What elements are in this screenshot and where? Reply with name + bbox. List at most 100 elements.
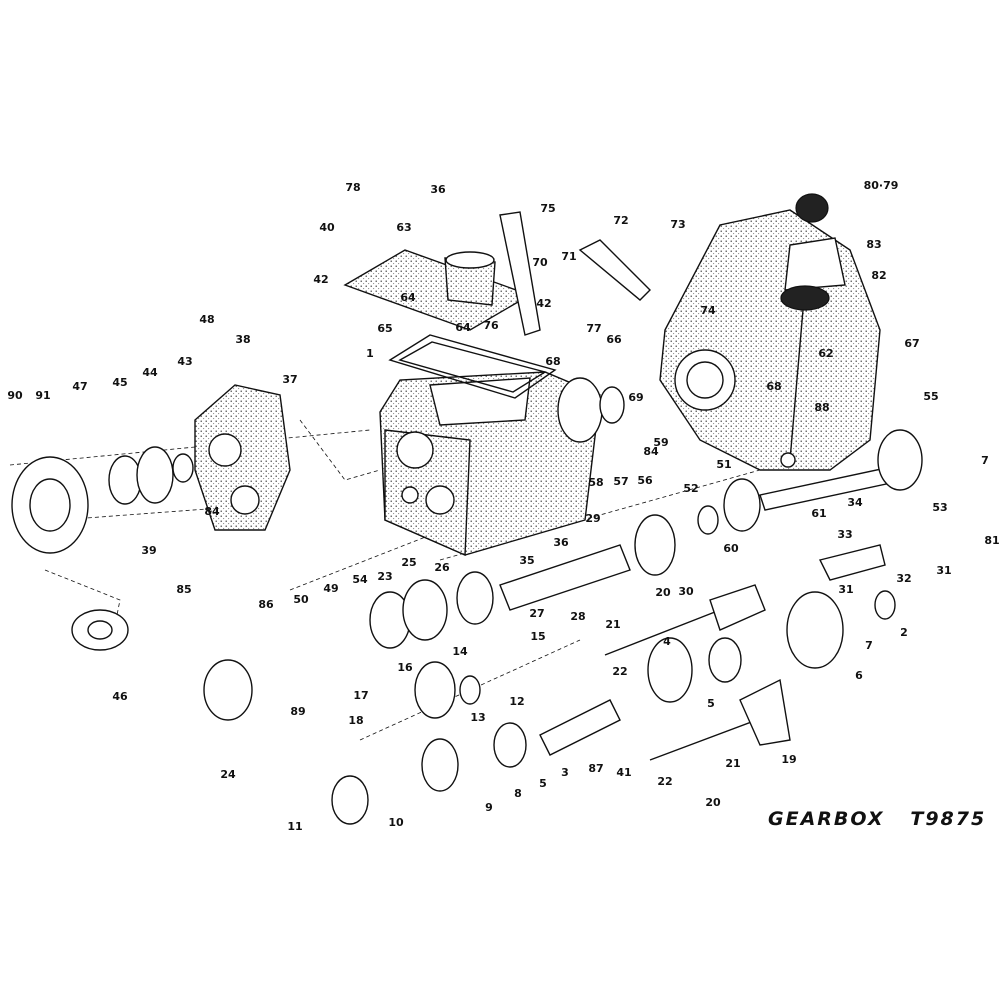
callout-82: 82 [871, 269, 886, 282]
callout-42: 42 [313, 273, 328, 286]
callout-44: 44 [142, 366, 158, 379]
callout-number: 31 [936, 564, 951, 577]
callout-number: 16 [397, 661, 413, 674]
callout-number: 48 [199, 313, 214, 326]
callout-59: 59 [653, 436, 668, 449]
callout-52: 52 [683, 482, 698, 495]
callout-number: 21 [605, 618, 620, 631]
callout-12: 12 [509, 695, 524, 708]
callout-number: 7 [865, 639, 873, 652]
callout-number: 67 [904, 337, 919, 350]
callout-3: 3 [561, 766, 569, 779]
gearbox-casing [379, 371, 601, 557]
callout-31: 31 [838, 583, 853, 596]
callout-number: 5 [707, 697, 715, 710]
callout-number: 88 [814, 401, 829, 414]
callout-10: 10 [388, 816, 404, 829]
callout-22: 22 [612, 665, 627, 678]
callout-32: 32 [896, 572, 911, 585]
callout-number: 90 [7, 389, 23, 402]
callout-16: 16 [397, 661, 413, 674]
callout-36: 36 [553, 536, 569, 549]
callout-29: 29 [585, 512, 600, 525]
callout-number: 12 [509, 695, 524, 708]
callout-55: 55 [923, 390, 938, 403]
callout-89: 89 [290, 705, 305, 718]
callout-number: 64 [400, 291, 416, 304]
callout-number: 9 [485, 801, 493, 814]
callout-14: 14 [452, 645, 468, 658]
callout-number: 84 [204, 505, 220, 518]
callout-65: 65 [377, 322, 392, 335]
callout-46: 46 [112, 690, 128, 703]
callout-number: 10 [388, 816, 404, 829]
top-cover-plate [343, 249, 557, 399]
callout-13: 13 [470, 711, 485, 724]
callout-number: 25 [401, 556, 416, 569]
callout-64: 64 [400, 291, 416, 304]
callout-number: 19 [781, 753, 796, 766]
callout-58: 58 [588, 476, 603, 489]
callout-24: 24 [220, 768, 236, 781]
callout-number: 54 [352, 573, 368, 586]
callout-number: 56 [637, 474, 653, 487]
callout-number: 39 [141, 544, 156, 557]
callout-70: 70 [532, 256, 548, 269]
callout-number: 24 [220, 768, 236, 781]
callout-61: 61 [811, 507, 826, 520]
callout-number: 61 [811, 507, 826, 520]
callout-number: 63 [396, 221, 411, 234]
callout-number: 13 [470, 711, 485, 724]
callout-number: 20 [655, 586, 671, 599]
callout-number: 17 [353, 689, 368, 702]
callout-number: 86 [258, 598, 274, 611]
callout-36: 36 [430, 183, 446, 196]
callout-7: 7 [981, 454, 989, 467]
callout-number: 59 [653, 436, 668, 449]
callout-number: 69 [628, 391, 643, 404]
callout-number: 30 [678, 585, 694, 598]
callout-number: 20 [705, 796, 721, 809]
callout-number: 2 [900, 626, 908, 639]
diagram-title: GEARBOX T9875 [768, 808, 987, 830]
callout-71: 71 [561, 250, 576, 263]
callout-number: 45 [112, 376, 127, 389]
callout-48: 48 [199, 313, 214, 326]
callout-number: 28 [570, 610, 585, 623]
callout-15: 15 [530, 630, 545, 643]
rear-housing [659, 209, 881, 471]
callout-number: 89 [290, 705, 305, 718]
callout-90: 90 [7, 389, 23, 402]
callout-number: 47 [72, 380, 87, 393]
callout-number: 81 [984, 534, 999, 547]
callout-number: 37 [282, 373, 297, 386]
callout-number: 76 [483, 319, 499, 332]
callout-number: 31 [838, 583, 853, 596]
callout-23: 23 [377, 570, 392, 583]
callout-11: 11 [287, 820, 302, 833]
callout-81: 81 [984, 534, 999, 547]
callout-47: 47 [72, 380, 87, 393]
callout-number: 83 [866, 238, 881, 251]
callout-1: 1 [366, 347, 374, 360]
callout-68: 68 [545, 355, 560, 368]
callout-number: 36 [553, 536, 569, 549]
callout-4: 4 [663, 635, 671, 648]
callout-number: 91 [35, 389, 50, 402]
callout-51: 51 [716, 458, 731, 471]
callout-number: 51 [716, 458, 731, 471]
callout-number: 22 [657, 775, 672, 788]
callout-number: 33 [837, 528, 852, 541]
callout-27: 27 [529, 607, 544, 620]
callout-number: 57 [613, 475, 628, 488]
callout-42: 42 [536, 297, 551, 310]
callout-41: 41 [616, 766, 631, 779]
callout-45: 45 [112, 376, 127, 389]
callout-number: 44 [142, 366, 158, 379]
callout-86: 86 [258, 598, 274, 611]
callout-number: 52 [683, 482, 698, 495]
callout-33: 33 [837, 528, 852, 541]
callout-72: 72 [613, 214, 628, 227]
